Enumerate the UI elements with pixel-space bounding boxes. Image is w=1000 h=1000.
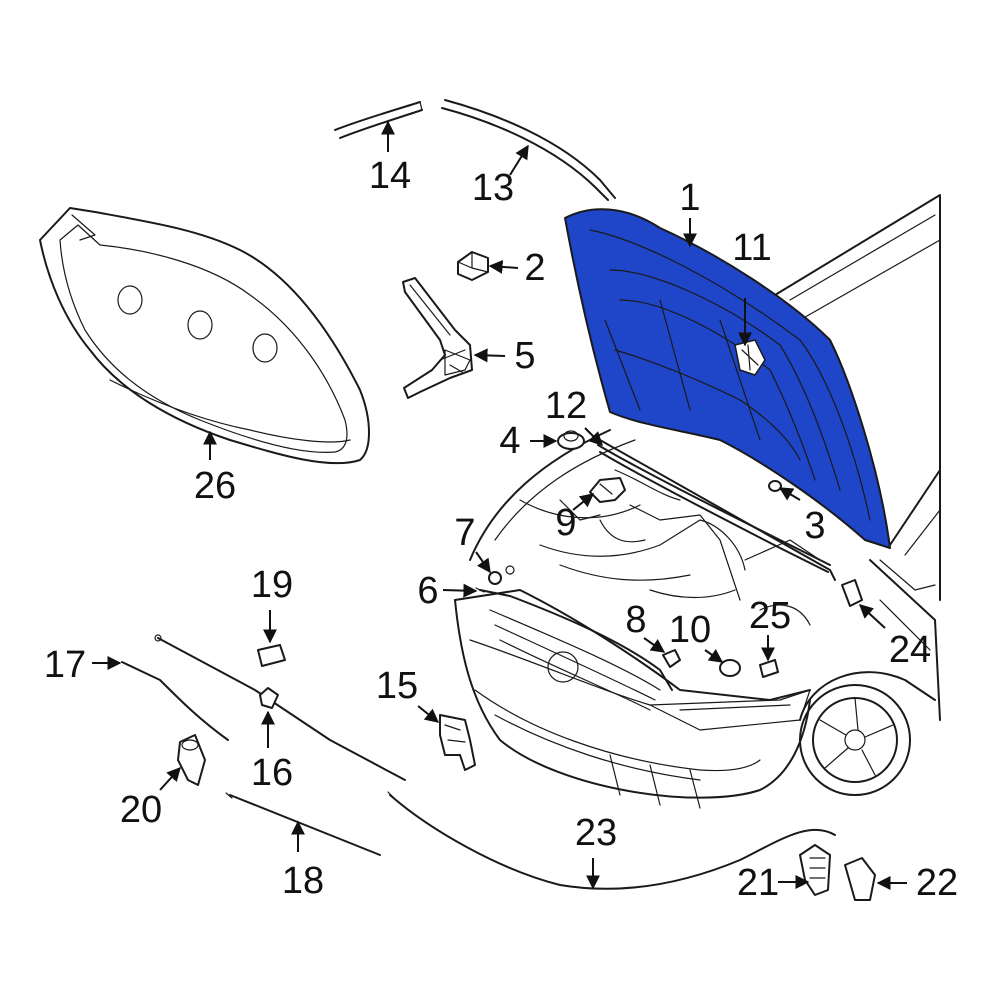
callout-1: 1 [679, 177, 700, 219]
leader-12 [584, 427, 603, 446]
callout-17: 17 [44, 644, 86, 686]
callout-10: 10 [669, 609, 711, 651]
hood-seal-front[interactable] [334, 101, 423, 139]
hood-cap[interactable] [719, 659, 741, 677]
leader-9 [572, 493, 595, 511]
callout-9: 9 [555, 502, 576, 544]
hood-insulator-pad[interactable] [39, 207, 370, 465]
hood-latch[interactable] [439, 714, 476, 771]
leader-lines [92, 120, 907, 890]
leader-8 [643, 637, 666, 653]
leader-13 [509, 144, 529, 176]
lever-bracket[interactable] [844, 857, 876, 901]
hood-hinge[interactable] [402, 277, 473, 399]
leader-10 [704, 649, 724, 663]
rubber-plug[interactable] [768, 480, 782, 492]
callout-13: 13 [472, 167, 514, 209]
callout-3: 3 [804, 505, 825, 547]
callout-5: 5 [514, 335, 535, 377]
hood-bumper-stop[interactable] [457, 251, 489, 281]
callout-21: 21 [737, 862, 779, 904]
callout-25: 25 [749, 595, 791, 637]
callout-18: 18 [282, 860, 324, 902]
callout-6: 6 [417, 570, 438, 612]
callout-20: 20 [120, 789, 162, 831]
release-cable-lower[interactable] [225, 792, 381, 856]
callout-12: 12 [545, 385, 587, 427]
leader-24 [858, 604, 886, 629]
callout-14: 14 [369, 155, 411, 197]
release-lever[interactable] [799, 844, 831, 896]
leader-6 [442, 583, 478, 598]
callout-22: 22 [916, 862, 958, 904]
leader-2 [488, 259, 519, 274]
leader-5 [473, 348, 506, 363]
grommet[interactable] [557, 430, 585, 450]
leader-3 [778, 487, 801, 501]
callout-7: 7 [454, 512, 475, 554]
side-clip[interactable] [841, 579, 863, 607]
leader-15 [417, 705, 440, 723]
hood-buffer[interactable] [488, 565, 515, 585]
callout-19: 19 [251, 564, 293, 606]
callout-15: 15 [376, 665, 418, 707]
hood-block[interactable] [759, 659, 779, 678]
hood-latch-bracket[interactable] [589, 477, 626, 503]
hood-panel[interactable] [564, 208, 891, 549]
release-cable-main[interactable] [387, 791, 836, 890]
vehicle-front-outline [454, 194, 941, 809]
callout-8: 8 [625, 599, 646, 641]
callout-2: 2 [524, 247, 545, 289]
callout-23: 23 [575, 812, 617, 854]
prop-rod-clip[interactable] [662, 649, 681, 668]
callout-labels: 1 2 3 4 5 6 7 8 9 10 11 12 13 14 15 16 1… [44, 155, 958, 904]
hood-seal-rear[interactable] [441, 99, 616, 201]
leader-7 [475, 551, 491, 574]
cowl-seal[interactable] [597, 444, 831, 573]
callout-4: 4 [499, 420, 520, 462]
callout-26: 26 [194, 465, 236, 507]
callout-11: 11 [732, 227, 771, 269]
release-handle[interactable] [177, 734, 206, 786]
callout-16: 16 [251, 752, 293, 794]
cable-bracket[interactable] [257, 644, 286, 667]
release-cable-assembly[interactable] [121, 634, 406, 781]
callout-24: 24 [889, 629, 931, 671]
leader-20 [159, 766, 181, 791]
